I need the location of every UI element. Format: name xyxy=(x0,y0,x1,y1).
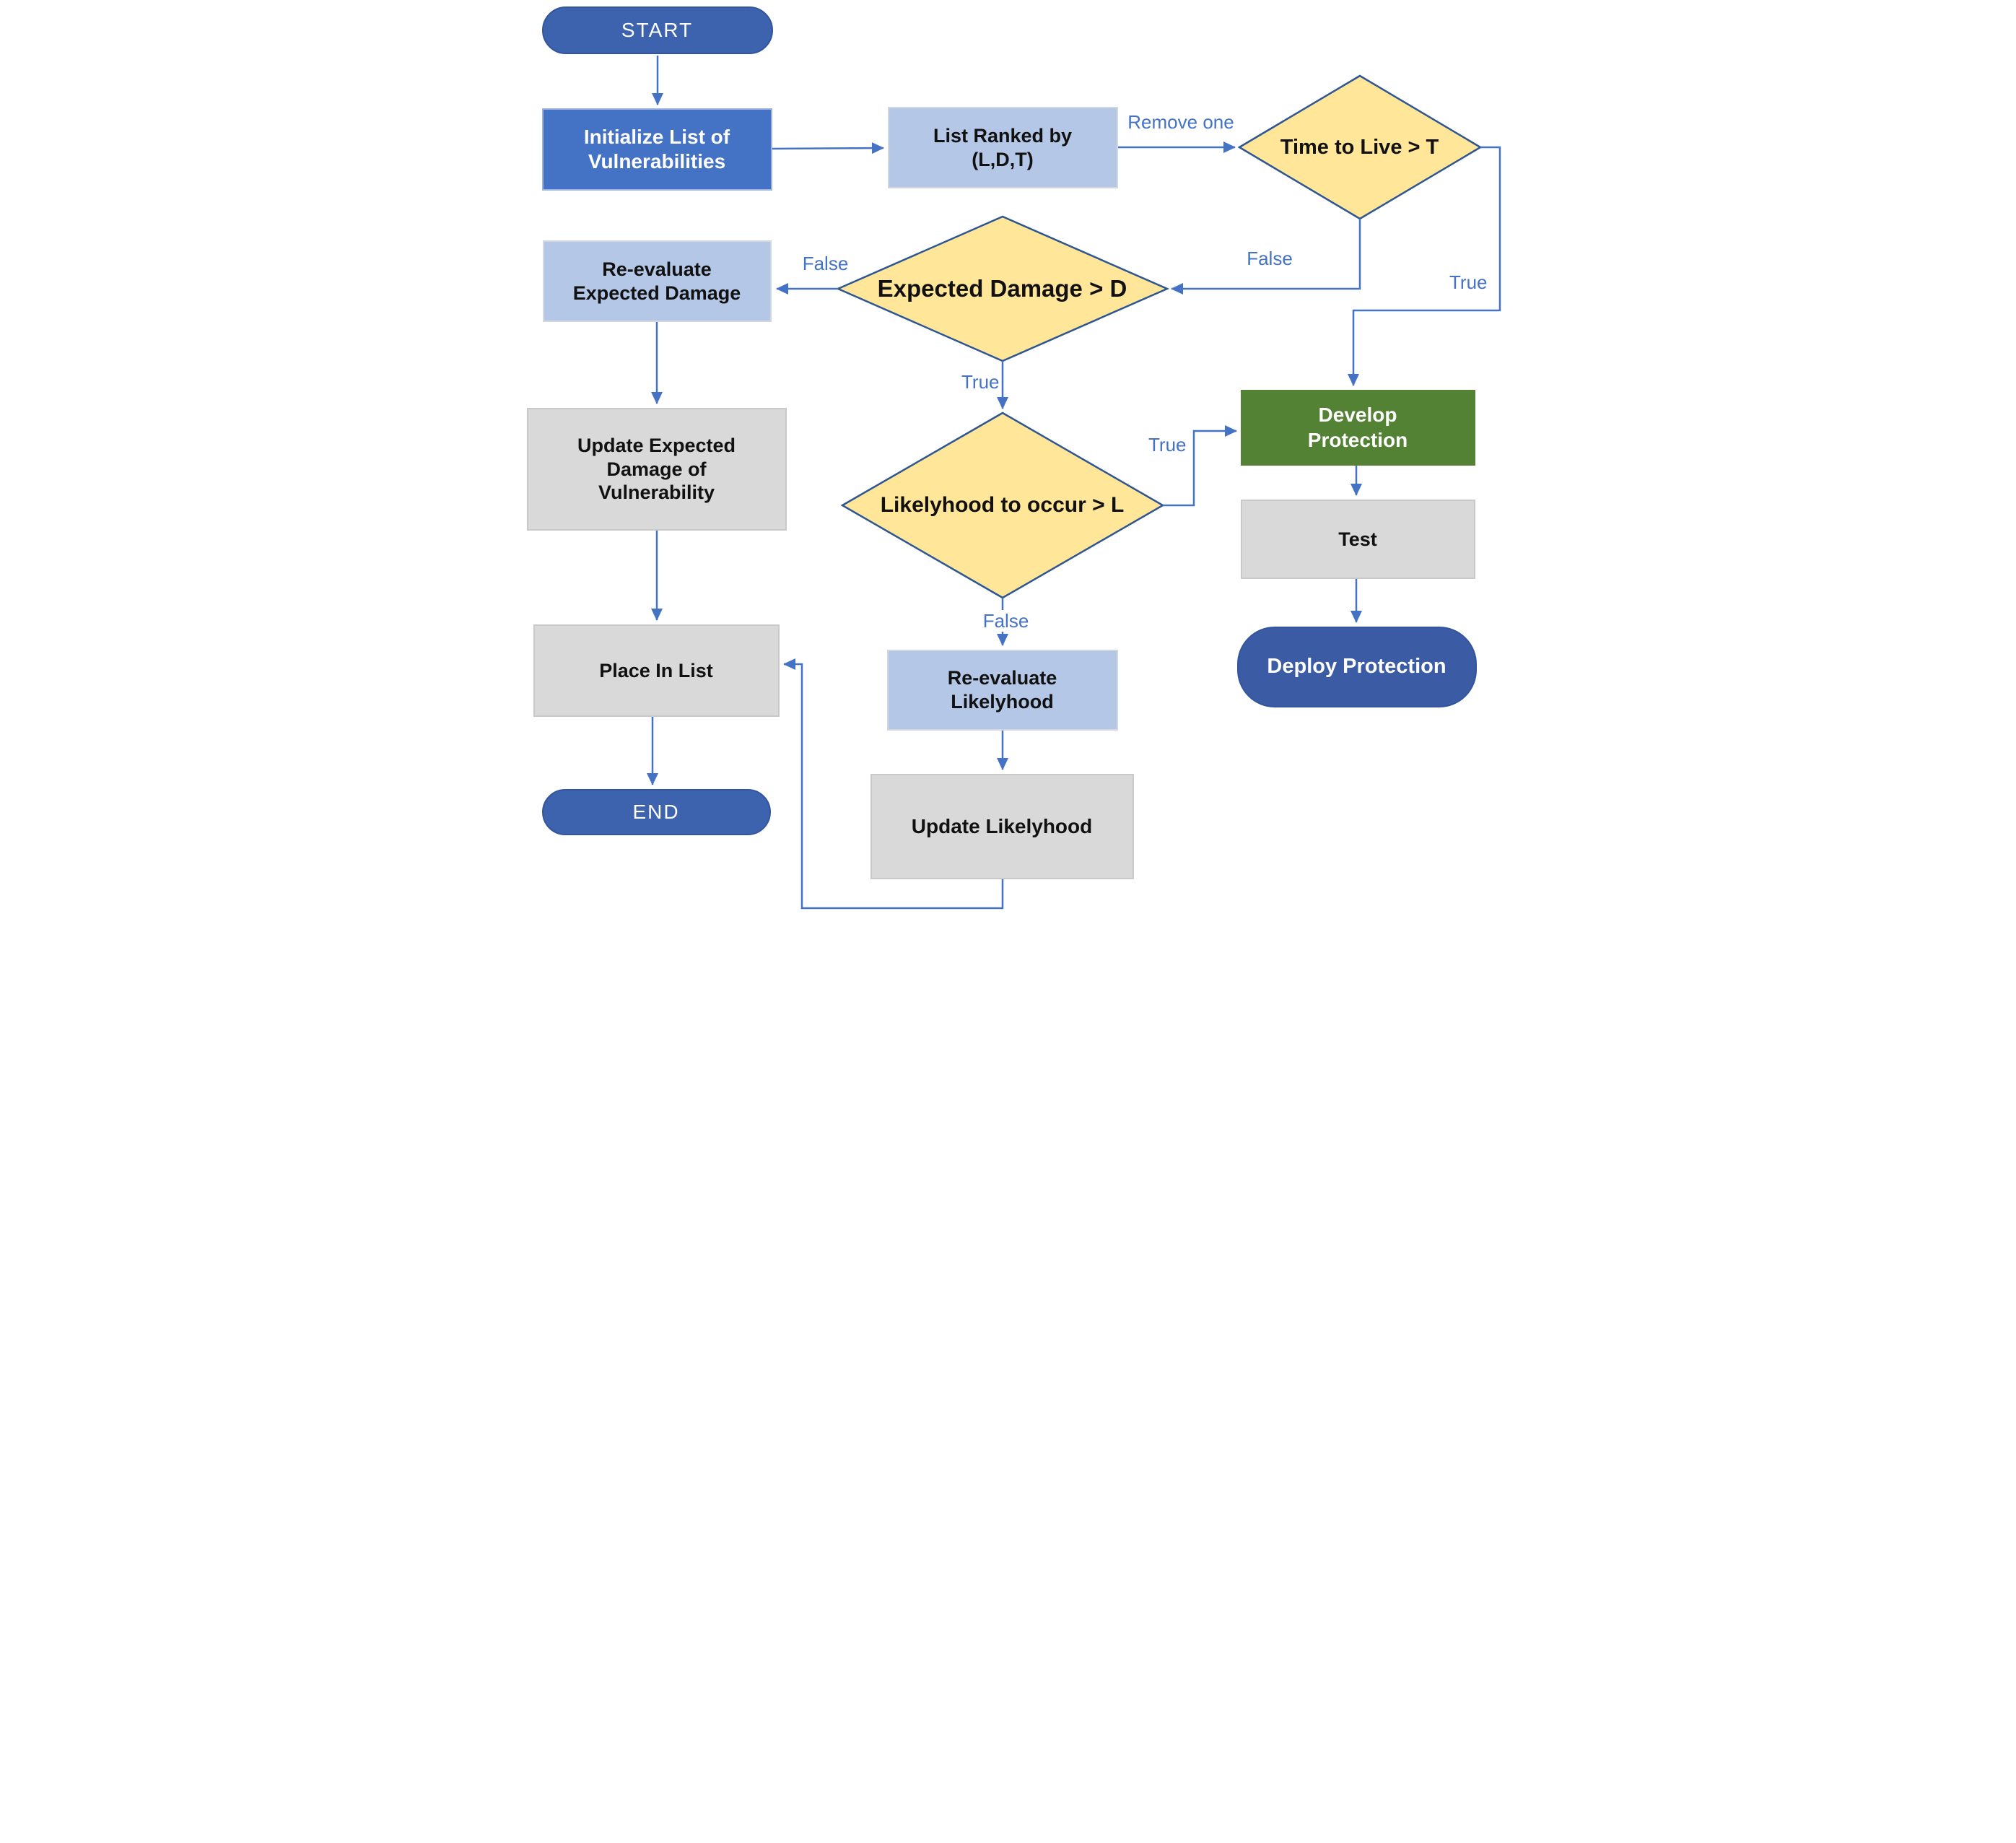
edge-label-ttl-false: False xyxy=(1247,248,1293,269)
edge-label-exp-true: True xyxy=(961,371,1000,393)
node-test: Test xyxy=(1240,500,1475,579)
node-develop-protection: Develop Protection xyxy=(1240,390,1475,466)
node-deploy-protection: Deploy Protection xyxy=(1236,627,1477,707)
time-to-live-diamond: Time to Live > T xyxy=(1252,126,1468,169)
place-in-list-label: Place In List xyxy=(599,659,713,681)
edge-label-remove-one: Remove one xyxy=(1127,111,1234,133)
likelyhood-diamond: Likelyhood to occur > L xyxy=(844,484,1161,527)
deploy-protection-label: Deploy Protection xyxy=(1267,655,1446,679)
expected-damage-label: Expected Damage > D xyxy=(877,275,1127,302)
end-label: END xyxy=(632,800,680,823)
flowchart-canvas: START Initialize List of Vulnerabilities… xyxy=(504,0,1512,921)
node-initialize-list: Initialize List of Vulnerabilities xyxy=(541,108,772,191)
update-likelyhood-label: Update Likelyhood xyxy=(911,814,1093,837)
test-label: Test xyxy=(1338,528,1377,550)
edge-label-exp-false: False xyxy=(802,253,849,274)
edge-label-ttl-true: True xyxy=(1449,271,1488,293)
develop-protection-label: Develop Protection xyxy=(1307,404,1408,451)
node-place-in-list: Place In List xyxy=(533,624,780,717)
list-ranked-label: List Ranked by (L,D,T) xyxy=(933,124,1073,170)
likelyhood-label: Likelyhood to occur > L xyxy=(880,493,1125,517)
time-to-live-label: Time to Live > T xyxy=(1280,135,1439,159)
reevaluate-likelyhood-label: Re-evaluate Likelyhood xyxy=(947,667,1057,713)
node-start: START xyxy=(541,6,773,54)
node-end: END xyxy=(541,789,771,835)
edge-timetolive-true-develop xyxy=(1347,146,1501,386)
node-reevaluate-likelyhood: Re-evaluate Likelyhood xyxy=(886,650,1118,731)
expected-damage-diamond-shape xyxy=(835,215,1169,362)
node-reevaluate-expected: Re-evaluate Expected Damage xyxy=(542,240,772,322)
reevaluate-expected-label: Re-evaluate Expected Damage xyxy=(572,258,741,304)
edge-updatelik-loop-place xyxy=(782,658,1003,910)
update-expected-label: Update Expected Damage of Vulnerability xyxy=(577,434,736,504)
node-update-expected: Update Expected Damage of Vulnerability xyxy=(526,408,787,531)
initialize-list-label: Initialize List of Vulnerabilities xyxy=(583,125,730,173)
edge-likelyhood-true-develop xyxy=(1162,425,1237,507)
start-label: START xyxy=(621,18,694,41)
edge-initialize-list xyxy=(772,142,884,154)
edge-timetolive-false-expected xyxy=(1170,219,1361,295)
edge-label-lik-true: True xyxy=(1148,434,1187,456)
node-update-likelyhood: Update Likelyhood xyxy=(870,774,1134,879)
flowchart-connectors xyxy=(646,56,1501,910)
node-list-ranked: List Ranked by (L,D,T) xyxy=(887,107,1118,188)
expected-damage-diamond: Expected Damage > D xyxy=(844,267,1161,310)
edge-label-lik-false: False xyxy=(969,610,1042,632)
